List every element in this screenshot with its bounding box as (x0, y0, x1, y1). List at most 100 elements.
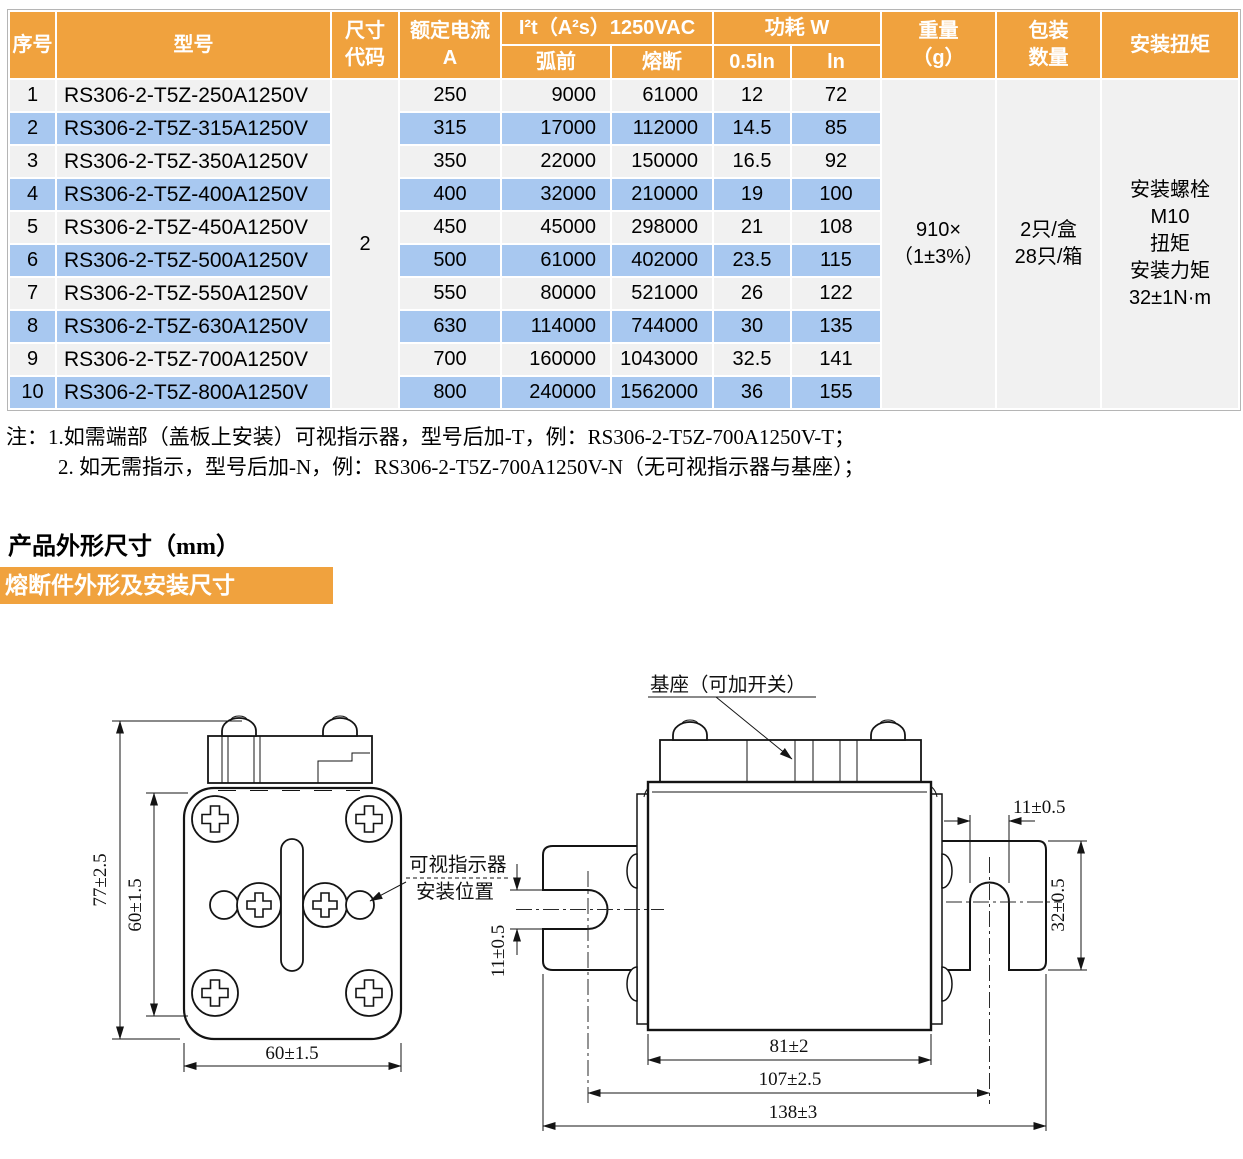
melt-i2t-cell: 150000 (610, 144, 714, 179)
spec-table: 序号 型号 尺寸 代码 额定电流 A I²t（A²s）1250VAC 功耗 W … (8, 10, 1240, 410)
model-cell: RS306-2-T5Z-250A1250V (55, 78, 332, 113)
rated-current-cell: 550 (398, 276, 502, 311)
row-index-cell: 10 (8, 375, 57, 410)
header-power-05: 0.5ln (712, 44, 792, 80)
dimension-drawings: 77±2.5 60±1.5 60±1.5 可视指示器 安装位置 (90, 674, 1087, 1131)
side-bolt-left (672, 721, 708, 741)
dim-blade-height: 32±0.5 (1048, 878, 1069, 931)
melt-i2t-cell: 402000 (610, 243, 714, 278)
dim-front-hole-spacing: 60±1.5 (125, 878, 146, 931)
model-cell: RS306-2-T5Z-350A1250V (55, 144, 332, 179)
note-line-1: 注：1.如需端部（盖板上安装）可视指示器，型号后加-T，例：RS306-2-T5… (6, 425, 856, 449)
header-model: 型号 (55, 10, 332, 80)
blade-right (933, 840, 1047, 971)
header-weight: 重量 （g） (880, 10, 997, 80)
model-cell: RS306-2-T5Z-450A1250V (55, 210, 332, 245)
note-line-2: 2. 如无需指示，型号后加-N，例：RS306-2-T5Z-700A1250V-… (58, 455, 865, 479)
model-cell: RS306-2-T5Z-630A1250V (55, 309, 332, 344)
power-05in-cell: 16.5 (712, 144, 792, 179)
power-05in-cell: 23.5 (712, 243, 792, 278)
header-power: 功耗 W (712, 10, 882, 46)
power-1in-cell: 108 (790, 210, 882, 245)
power-05in-cell: 36 (712, 375, 792, 410)
header-index: 序号 (8, 10, 57, 80)
melt-i2t-cell: 112000 (610, 111, 714, 146)
power-1in-cell: 100 (790, 177, 882, 212)
melt-i2t-cell: 298000 (610, 210, 714, 245)
row-index-cell: 6 (8, 243, 57, 278)
base-label: 基座（可加开关） (650, 674, 806, 696)
prearc-i2t-cell: 61000 (500, 243, 612, 278)
model-cell: RS306-2-T5Z-400A1250V (55, 177, 332, 212)
prearc-i2t-cell: 160000 (500, 342, 612, 377)
power-05in-cell: 19 (712, 177, 792, 212)
rated-current-cell: 450 (398, 210, 502, 245)
prearc-i2t-cell: 17000 (500, 111, 612, 146)
side-view: 基座（可加开关） 11±0.5 11±0.5 32±0.5 81±2 107±2… (488, 674, 1087, 1131)
header-i2t: I²t（A²s）1250VAC (500, 10, 714, 46)
dim-front-height: 77±2.5 (90, 853, 111, 906)
model-cell: RS306-2-T5Z-800A1250V (55, 375, 332, 410)
indicator-hole-left (209, 890, 239, 920)
dim-slot-height: 11±0.5 (488, 925, 509, 977)
model-cell: RS306-2-T5Z-550A1250V (55, 276, 332, 311)
prearc-i2t-cell: 114000 (500, 309, 612, 344)
power-05in-cell: 12 (712, 78, 792, 113)
prearc-i2t-cell: 45000 (500, 210, 612, 245)
model-cell: RS306-2-T5Z-500A1250V (55, 243, 332, 278)
spec-table-wrap: 序号 型号 尺寸 代码 额定电流 A I²t（A²s）1250VAC 功耗 W … (7, 9, 1241, 411)
header-packaging: 包装 数量 (995, 10, 1102, 80)
model-cell: RS306-2-T5Z-700A1250V (55, 342, 332, 377)
dim-center-span: 107±2.5 (759, 1069, 822, 1090)
prearc-i2t-cell: 22000 (500, 144, 612, 179)
model-cell: RS306-2-T5Z-315A1250V (55, 111, 332, 146)
power-05in-cell: 26 (712, 276, 792, 311)
header-size-code: 尺寸 代码 (330, 10, 400, 80)
row-index-cell: 8 (8, 309, 57, 344)
power-1in-cell: 141 (790, 342, 882, 377)
power-1in-cell: 115 (790, 243, 882, 278)
blade-left (542, 845, 649, 971)
dim-total-width: 138±3 (769, 1102, 817, 1123)
melt-i2t-cell: 521000 (610, 276, 714, 311)
prearc-i2t-cell: 32000 (500, 177, 612, 212)
corner-screws (191, 795, 393, 1017)
power-05in-cell: 21 (712, 210, 792, 245)
power-1in-cell: 92 (790, 144, 882, 179)
row-index-cell: 1 (8, 78, 57, 113)
indicator-label-line2: 安装位置 (416, 881, 494, 903)
row-index-cell: 9 (8, 342, 57, 377)
header-rated-current: 额定电流 A (398, 10, 502, 80)
power-1in-cell: 72 (790, 78, 882, 113)
side-body (646, 780, 933, 1032)
rated-current-cell: 500 (398, 243, 502, 278)
dim-body-width: 81±2 (770, 1036, 809, 1057)
rated-current-cell: 315 (398, 111, 502, 146)
rated-current-cell: 250 (398, 78, 502, 113)
torque-cell: 安装螺栓 M10 扭矩 安装力矩 32±1N·m (1100, 78, 1240, 410)
row-index-cell: 3 (8, 144, 57, 179)
header-melt: 熔断 (610, 44, 714, 80)
prearc-i2t-cell: 240000 (500, 375, 612, 410)
power-05in-cell: 14.5 (712, 111, 792, 146)
section-subtitle-bar: 熔断件外形及安装尺寸 (0, 567, 333, 604)
weight-cell: 910× （1±3%） (880, 78, 997, 410)
dim-front-width: 60±1.5 (265, 1043, 318, 1064)
size-code-cell: 2 (330, 78, 400, 410)
front-view: 77±2.5 60±1.5 60±1.5 可视指示器 安装位置 (90, 715, 510, 1072)
rated-current-cell: 630 (398, 309, 502, 344)
power-1in-cell: 85 (790, 111, 882, 146)
melt-i2t-cell: 1562000 (610, 375, 714, 410)
rated-current-cell: 700 (398, 342, 502, 377)
indicator-hole-right (345, 890, 375, 920)
indicator-label-line1: 可视指示器 (409, 854, 507, 876)
